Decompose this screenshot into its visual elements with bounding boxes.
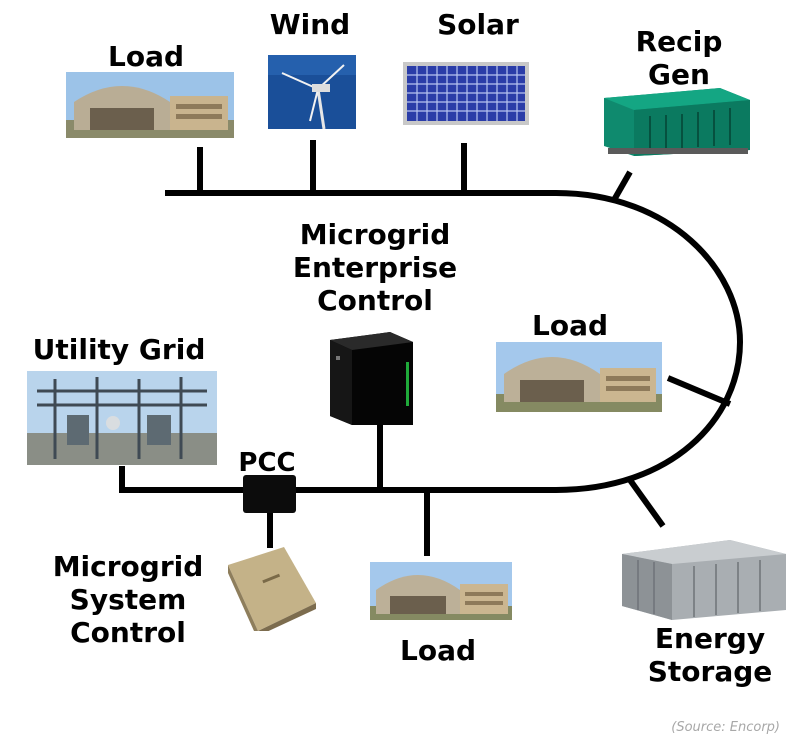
label-system-control-line1: Microgrid bbox=[52, 550, 204, 583]
wind-turbine-icon bbox=[268, 55, 356, 129]
building-icon bbox=[496, 342, 662, 412]
main-bus-loop bbox=[119, 190, 744, 493]
label-recip-gen: Recip Gen bbox=[614, 25, 744, 91]
feeder-load-right bbox=[666, 375, 732, 407]
substation-icon bbox=[27, 371, 217, 465]
pcc-switch-icon bbox=[243, 475, 296, 513]
label-energy-storage-line2: Storage bbox=[647, 655, 773, 688]
feeder-energy-storage bbox=[627, 478, 666, 528]
source-caption: (Source: Encorp) bbox=[671, 720, 780, 735]
label-enterprise-control-line3: Control bbox=[317, 284, 433, 317]
label-energy-storage-line1: Energy bbox=[654, 622, 766, 655]
building-icon bbox=[66, 72, 234, 138]
label-enterprise-control-line2: Enterprise bbox=[292, 251, 458, 284]
label-system-control-line2: System bbox=[69, 583, 187, 616]
label-system-control: Microgrid System Control bbox=[28, 550, 228, 649]
label-energy-storage: Energy Storage bbox=[630, 622, 790, 688]
label-load-top: Load bbox=[107, 40, 184, 73]
label-wind: Wind bbox=[269, 8, 351, 41]
controller-box-icon bbox=[228, 547, 316, 631]
solar-panel-icon bbox=[403, 62, 529, 125]
label-enterprise-control-line1: Microgrid bbox=[299, 218, 451, 251]
label-load-bottom: Load bbox=[399, 634, 476, 667]
label-load-right: Load bbox=[531, 309, 608, 342]
label-enterprise-control: Microgrid Enterprise Control bbox=[275, 218, 475, 317]
label-pcc: PCC bbox=[238, 448, 296, 478]
label-recip-gen-line1: Recip bbox=[635, 25, 723, 58]
label-system-control-line3: Control bbox=[70, 616, 186, 649]
feeder-recip-gen bbox=[611, 170, 633, 202]
building-icon bbox=[370, 562, 512, 620]
server-icon bbox=[330, 332, 413, 425]
generator-icon bbox=[604, 88, 750, 156]
label-utility-grid: Utility Grid bbox=[32, 333, 206, 366]
label-recip-gen-line2: Gen bbox=[648, 58, 710, 91]
battery-container-icon bbox=[622, 540, 786, 620]
label-solar: Solar bbox=[437, 8, 519, 41]
